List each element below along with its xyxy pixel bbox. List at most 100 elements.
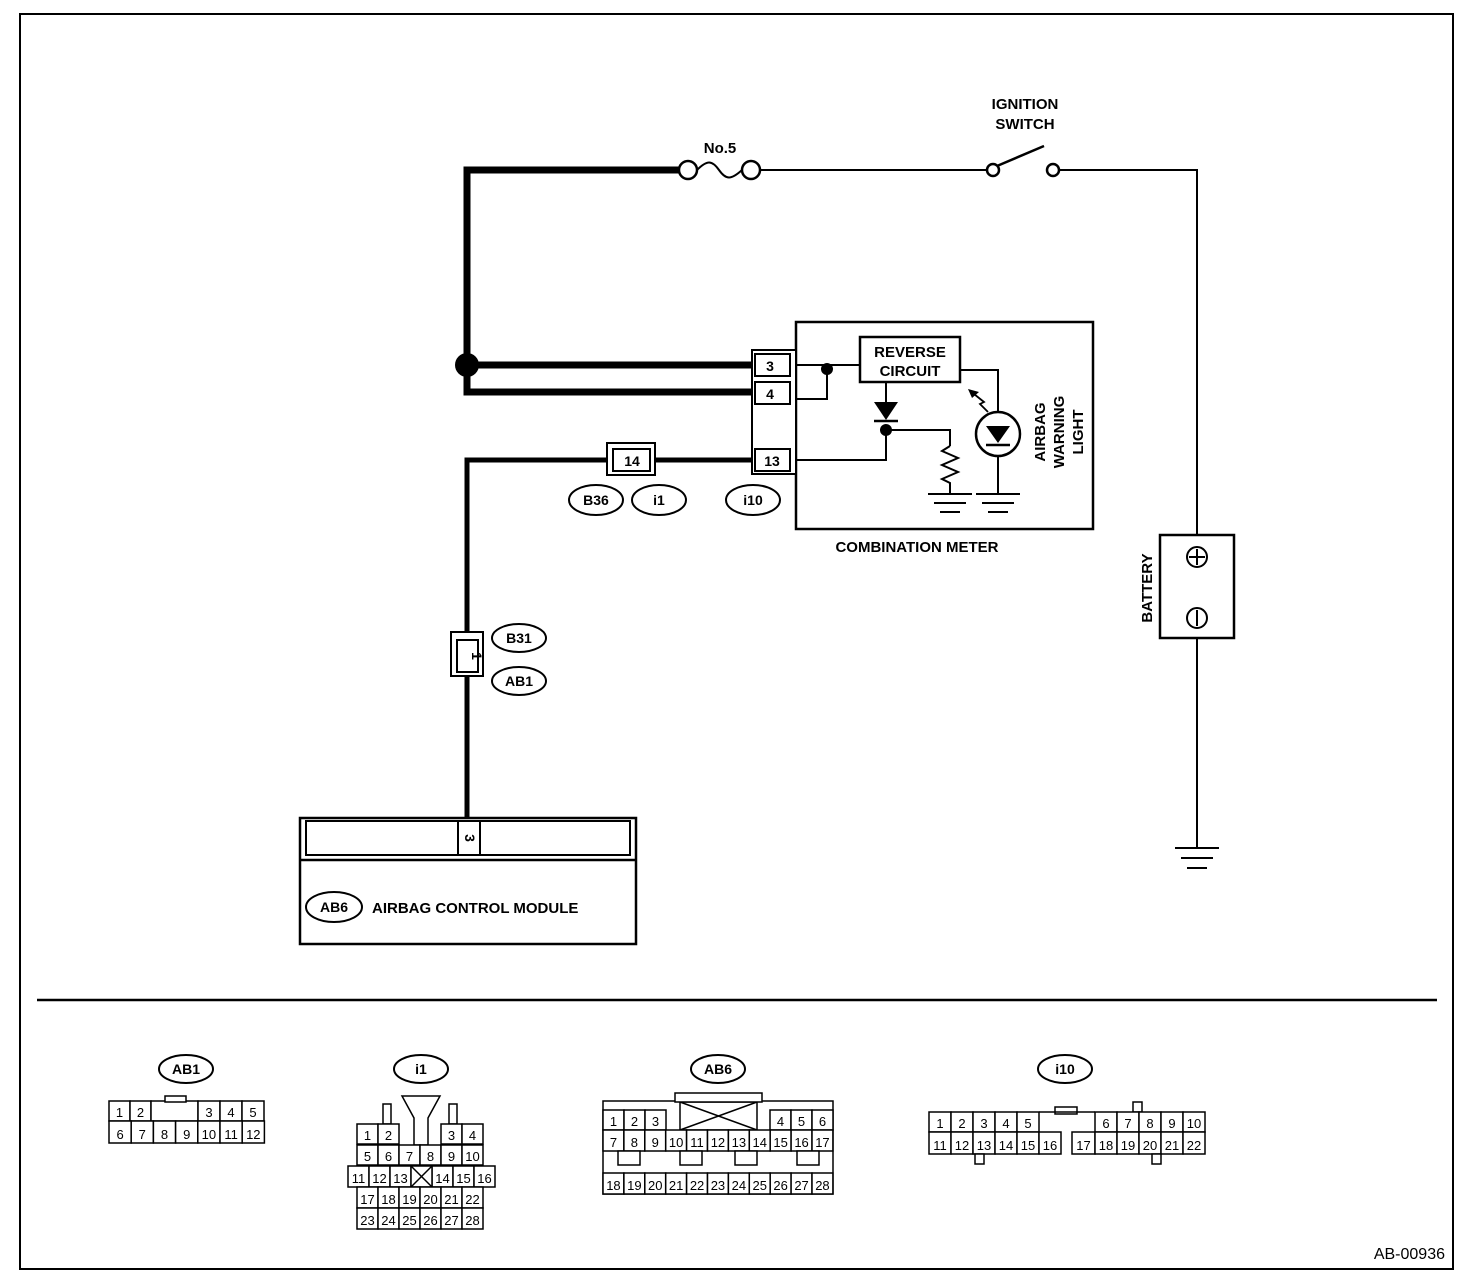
connector-pin-number: 22 (1187, 1138, 1201, 1153)
meter-pin-13: 13 (764, 453, 780, 469)
connector-pin-number: 12 (372, 1171, 386, 1186)
connector-cell (1182, 1131, 1206, 1155)
connector-pin-number: 12 (246, 1127, 260, 1142)
module-pin-3: 3 (462, 834, 478, 842)
connector-pin-number: 16 (1043, 1138, 1057, 1153)
face-ab1-title: AB1 (172, 1061, 200, 1077)
inline-connector-1: 1 B31 AB1 (450, 623, 547, 696)
connector-ab1-label: AB1 (505, 673, 533, 689)
connector-b36-label: B36 (583, 492, 609, 508)
power-wire (463, 166, 752, 396)
warning-light-label-line1: AIRBAG (1032, 402, 1049, 461)
connector-pin-number: 11 (933, 1138, 947, 1153)
connector-pin-number: 15 (456, 1171, 470, 1186)
connector-pin-number: 4 (777, 1114, 784, 1129)
connector-pin-number: 14 (753, 1135, 767, 1150)
battery: BATTERY (1139, 533, 1236, 869)
connector-cell (461, 1207, 484, 1230)
connector-pin-number: 22 (465, 1192, 479, 1207)
connector-pin-number: 6 (819, 1114, 826, 1129)
diode-icon (874, 402, 898, 420)
connector-pin-number: 20 (1143, 1138, 1157, 1153)
connector-pin-number: 1 (936, 1116, 943, 1131)
connector-pin-number: 26 (773, 1178, 787, 1193)
fuse-no5: No.5 (677, 140, 762, 181)
connector-pin-number: 7 (1124, 1116, 1131, 1131)
face-i1-title: i1 (415, 1061, 427, 1077)
connector-cell (461, 1144, 484, 1166)
pin-14: 14 (624, 453, 640, 469)
reverse-circuit-box (858, 335, 962, 384)
connector-pin-number: 17 (360, 1192, 374, 1207)
connector-pin-number: 16 (477, 1171, 491, 1186)
connector-pin-number: 6 (1102, 1116, 1109, 1131)
connector-pin-number: 27 (444, 1213, 458, 1228)
connector-ab6-label: AB6 (320, 899, 348, 915)
connector-cell (150, 1100, 199, 1122)
connector-pin-number: 19 (627, 1178, 641, 1193)
connector-pin-number: 2 (137, 1105, 144, 1120)
airbag-module-label: AIRBAG CONTROL MODULE (372, 900, 578, 917)
connector-pin-number: 9 (652, 1135, 659, 1150)
warning-light-label-line2: WARNING (1051, 396, 1068, 469)
connector-cell (811, 1172, 834, 1195)
connector-pin-number: 5 (1024, 1116, 1031, 1131)
ground-icon (928, 493, 972, 513)
connector-pin-number: 10 (1187, 1116, 1201, 1131)
connector-pin-number: 28 (815, 1178, 829, 1193)
connector-pin-number: 9 (1168, 1116, 1175, 1131)
inline-connector-14: 14 (606, 442, 656, 476)
reverse-circuit-line1: REVERSE (874, 344, 946, 361)
connector-cell (241, 1120, 266, 1144)
connector-pin-number: 12 (955, 1138, 969, 1153)
connector-pin-number: 10 (202, 1127, 216, 1142)
face-ab6-title: AB6 (704, 1061, 732, 1077)
connector-b31-label: B31 (506, 630, 532, 646)
connector-pin-number: 1 (116, 1105, 123, 1120)
connector-pin-number: 19 (402, 1192, 416, 1207)
connector-pin-number: 27 (794, 1178, 808, 1193)
connector-pin-number: 24 (381, 1213, 395, 1228)
connector-pin-number: 2 (631, 1114, 638, 1129)
connector-pin-number: 19 (1121, 1138, 1135, 1153)
battery-label: BATTERY (1139, 553, 1156, 622)
signal-wire (464, 457, 607, 632)
ground-icon (976, 493, 1020, 513)
connector-pin-number: 11 (690, 1135, 704, 1150)
connector-pin-number: 9 (183, 1127, 190, 1142)
connector-pin-number: 15 (773, 1135, 787, 1150)
splice-point (455, 353, 479, 377)
connector-pin-number: 4 (1002, 1116, 1009, 1131)
connector-pin-number: 22 (690, 1178, 704, 1193)
connector-pin-number: 5 (364, 1149, 371, 1164)
figure-code: AB-00936 (1374, 1246, 1445, 1263)
connector-pin-number: 6 (385, 1149, 392, 1164)
connector-pin-number: 10 (465, 1149, 479, 1164)
combination-meter-label: COMBINATION METER (835, 539, 998, 556)
wires (455, 166, 1198, 848)
connector-pin-number: 2 (958, 1116, 965, 1131)
reverse-circuit-line2: CIRCUIT (880, 363, 941, 380)
connector-pin-number: 5 (798, 1114, 805, 1129)
connector-pin-number: 8 (427, 1149, 434, 1164)
connector-cell (461, 1123, 484, 1145)
connector-pin-number: 13 (732, 1135, 746, 1150)
connector-pin-number: 8 (631, 1135, 638, 1150)
connector-pin-number: 28 (465, 1213, 479, 1228)
connector-pin-number: 2 (385, 1128, 392, 1143)
ignition-label-line1: IGNITION (992, 96, 1059, 113)
connector-cell (1038, 1131, 1062, 1155)
connector-pin-number: 21 (669, 1178, 683, 1193)
ignition-label-line2: SWITCH (995, 116, 1054, 133)
connector-pin-number: 21 (444, 1192, 458, 1207)
connector-i10-label: i10 (743, 492, 763, 508)
connector-pin-number: 21 (1165, 1138, 1179, 1153)
connector-pin-number: 7 (406, 1149, 413, 1164)
connector-pin-number: 18 (606, 1178, 620, 1193)
combination-meter: 3 4 13 REVERSE CIRCUIT (751, 320, 1095, 556)
connector-pin-number: 23 (360, 1213, 374, 1228)
connector-pin-number: 3 (652, 1114, 659, 1129)
connector-pin-number: 25 (402, 1213, 416, 1228)
connector-pin-number: 20 (423, 1192, 437, 1207)
